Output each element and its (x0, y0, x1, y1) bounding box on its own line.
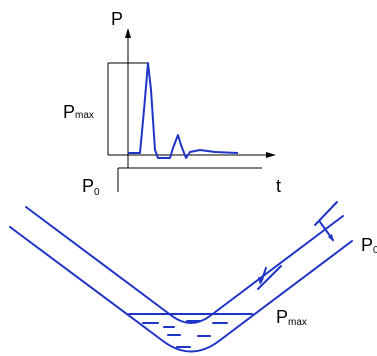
p0-label: P0 (82, 176, 100, 198)
pipe-pmax-sub: max (288, 317, 307, 328)
pipe-p0-sub: 0 (373, 245, 377, 256)
x-axis-label: t (276, 176, 281, 196)
flow-arrow-lower-head (258, 277, 264, 285)
pipe-outer-wall (9, 226, 353, 353)
pipe-p0-label: P0 (361, 235, 377, 256)
pipe-pmax-main: P (276, 307, 288, 327)
flow-arrow-upper-head (328, 234, 334, 242)
pmax-label-sub: max (75, 110, 94, 121)
v-pipe (9, 201, 353, 353)
y-axis-arrow (125, 28, 131, 38)
p0-label-main: P (82, 176, 94, 196)
pmax-label-main: P (63, 102, 75, 122)
pipe-inner-wall (25, 206, 344, 324)
pressure-time-graph: P t Pmax P0 (63, 9, 281, 198)
slug-back (314, 201, 338, 226)
pmax-label: Pmax (63, 102, 94, 122)
pipe-pmax-label: Pmax (276, 307, 307, 328)
p0-label-sub: 0 (94, 187, 100, 198)
y-axis-label: P (111, 9, 123, 29)
slug-front (257, 265, 282, 290)
pipe-p0-main: P (361, 235, 373, 255)
x-axis-arrow (266, 152, 276, 158)
pressure-curve (128, 62, 239, 159)
